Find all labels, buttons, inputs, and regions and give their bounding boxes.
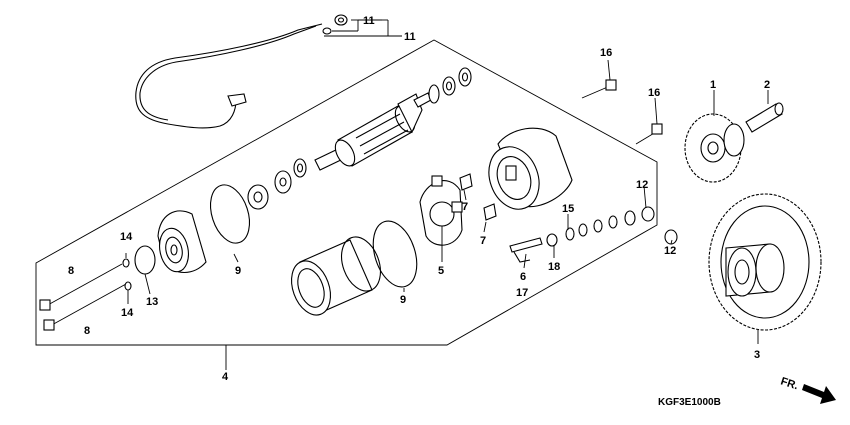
callout-8a: 8 — [68, 265, 74, 277]
starter-driven-gear — [708, 193, 822, 331]
brush-holder — [419, 175, 463, 246]
callout-12b: 12 — [664, 245, 676, 257]
callout-9b: 9 — [400, 294, 406, 306]
o-ring-13 — [134, 245, 156, 275]
callout-17: 17 — [516, 287, 528, 299]
motor-case — [291, 236, 381, 316]
idle-gear-shaft — [745, 102, 784, 133]
callout-15: 15 — [562, 203, 574, 215]
callout-9a: 9 — [235, 265, 241, 277]
callout-11: 11 — [404, 31, 416, 43]
callout-5: 5 — [438, 265, 444, 277]
callout-3: 3 — [754, 349, 760, 361]
front-washers — [274, 158, 307, 194]
armature — [314, 92, 432, 171]
callout-18: 18 — [548, 261, 560, 273]
leader-lines — [125, 19, 769, 370]
brush-springs — [459, 173, 497, 221]
starter-cable — [135, 14, 348, 129]
callout-6: 6 — [520, 271, 526, 283]
assembly-outline — [35, 39, 658, 346]
callout-1: 1 — [710, 79, 716, 91]
callout-4: 4 — [222, 371, 229, 383]
starter-idle-gear — [684, 113, 745, 183]
callout-7a: 7 — [462, 201, 468, 213]
callout-labels: 11 11 16 16 1 2 12 15 12 3 9 9 5 7 7 6 1… — [68, 15, 770, 383]
callout-14b: 14 — [121, 307, 134, 319]
callout-12a: 12 — [636, 179, 648, 191]
callout-13: 13 — [146, 296, 158, 308]
svg-text:FR.: FR. — [779, 375, 800, 392]
callout-14a: 14 — [120, 231, 133, 243]
rear-cover — [488, 127, 573, 210]
front-bracket — [157, 210, 207, 274]
callout-10: 11 — [363, 15, 375, 27]
end-plate — [247, 184, 269, 210]
terminal-bolt — [509, 206, 655, 263]
seal-ring-9b — [372, 220, 418, 288]
callout-2: 2 — [764, 79, 770, 91]
diagram-code: KGF3E1000B — [658, 397, 721, 408]
callout-16a: 16 — [600, 47, 612, 59]
front-direction-arrow: FR. — [779, 375, 836, 404]
seal-ring-9a — [209, 184, 251, 244]
callout-16b: 16 — [648, 87, 660, 99]
through-bolts — [39, 258, 132, 331]
washer-12 — [664, 229, 678, 245]
callout-7b: 7 — [480, 235, 486, 247]
armature-washers — [428, 67, 472, 104]
callout-8b: 8 — [84, 325, 90, 337]
